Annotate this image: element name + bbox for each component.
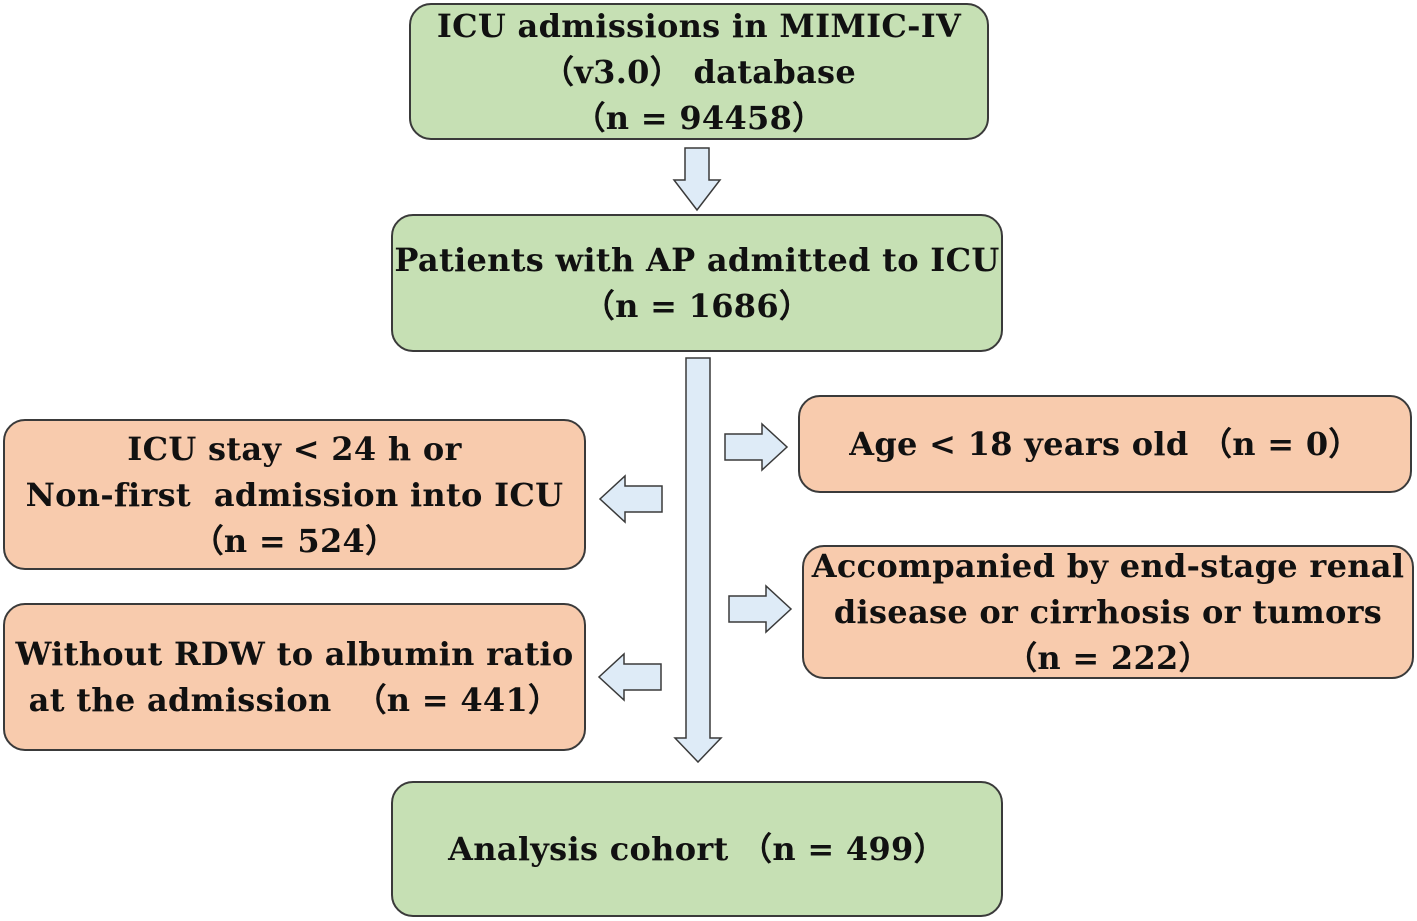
main-down-arrow xyxy=(673,357,723,764)
rdw-exclusion-box: Without RDW to albumin ratio at the admi… xyxy=(3,603,586,751)
ap-patients-box: Patients with AP admitted to ICU （n = 16… xyxy=(391,214,1003,352)
analysis-cohort-box: Analysis cohort （n = 499） xyxy=(391,781,1003,917)
icu-stay-line-2: Non-first admission into ICU xyxy=(25,475,564,514)
down-arrow-1 xyxy=(672,147,722,212)
cohort-line-1: Analysis cohort （n = 499） xyxy=(448,830,946,868)
right-arrow-age xyxy=(724,422,789,472)
left-arrow-icu-stay xyxy=(598,474,663,524)
database-box: ICU admissions in MIMIC-IV （v3.0） databa… xyxy=(409,3,989,140)
database-line-2: （v3.0） database xyxy=(541,52,856,91)
disease-line-2: disease or cirrhosis or tumors xyxy=(833,593,1383,631)
disease-line-3: （n = 222） xyxy=(1005,639,1211,677)
right-arrow-disease xyxy=(728,584,793,634)
rdw-line-1: Without RDW to albumin ratio xyxy=(15,635,574,673)
icu-stay-line-3: （n = 524） xyxy=(191,521,398,560)
rdw-line-2: at the admission （n = 441） xyxy=(28,681,561,719)
left-arrow-rdw xyxy=(597,652,662,702)
icu-stay-line-1: ICU stay < 24 h or xyxy=(127,429,462,468)
age-exclusion-box: Age < 18 years old （n = 0） xyxy=(798,395,1412,493)
icu-stay-exclusion-box: ICU stay < 24 h or Non-first admission i… xyxy=(3,419,586,570)
database-line-3: （n = 94458） xyxy=(573,98,825,137)
ap-patients-line-2: （n = 1686） xyxy=(582,287,812,325)
age-line-1: Age < 18 years old （n = 0） xyxy=(849,425,1361,463)
disease-line-1: Accompanied by end-stage renal xyxy=(811,547,1405,585)
ap-patients-line-1: Patients with AP admitted to ICU xyxy=(394,241,1000,279)
database-line-1: ICU admissions in MIMIC-IV xyxy=(436,6,962,45)
disease-exclusion-box: Accompanied by end-stage renal disease o… xyxy=(802,545,1414,679)
